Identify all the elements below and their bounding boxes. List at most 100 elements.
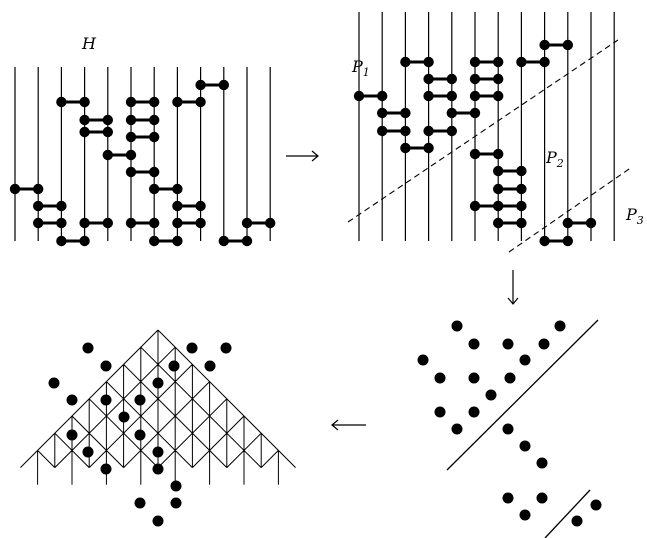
rung-dot xyxy=(469,56,481,68)
rung-dot xyxy=(493,90,504,102)
rung-dot xyxy=(400,142,411,154)
rung-dot xyxy=(400,107,411,119)
rung-dot xyxy=(218,79,229,91)
partition-line-1 xyxy=(347,39,619,223)
rung-dot xyxy=(516,183,527,195)
rung-dot xyxy=(218,235,229,247)
rung-dot xyxy=(265,217,276,229)
rung-dot xyxy=(377,107,388,119)
point xyxy=(451,423,463,435)
rung-dot xyxy=(33,200,44,212)
grid-dot xyxy=(134,497,146,509)
rung-dot xyxy=(446,125,457,137)
point xyxy=(468,406,480,418)
rung-dot xyxy=(377,125,388,137)
rung-dot xyxy=(102,149,114,161)
point xyxy=(519,440,531,452)
rung-dot xyxy=(493,200,504,212)
point xyxy=(485,389,497,401)
rung-dot xyxy=(493,73,504,85)
grid-dot xyxy=(170,480,182,492)
rung-dot xyxy=(172,200,183,212)
point xyxy=(538,338,550,350)
rung-dot xyxy=(539,56,550,68)
rung-dot xyxy=(469,200,481,212)
separator-line-1 xyxy=(446,319,599,471)
rung-dot xyxy=(493,148,504,160)
grid-dot xyxy=(204,360,216,372)
rung-dot xyxy=(149,217,160,229)
rung-dot xyxy=(195,217,206,229)
rung-dot xyxy=(56,200,67,212)
grid-dot xyxy=(152,377,164,389)
rung-dot xyxy=(79,114,90,126)
rung-dot xyxy=(469,148,481,160)
rung-dot xyxy=(446,107,457,119)
rung-dot xyxy=(149,96,160,108)
grid-dot xyxy=(82,446,94,458)
grid-dot xyxy=(100,360,112,372)
right-arrow xyxy=(286,150,319,162)
rung-dot xyxy=(149,183,160,195)
point xyxy=(502,423,514,435)
rung-dot xyxy=(423,73,434,85)
rung-dot xyxy=(516,56,527,68)
rung-dot xyxy=(125,114,137,126)
rung-dot xyxy=(149,235,160,247)
rung-dot xyxy=(125,149,137,161)
rung-dot xyxy=(172,217,183,229)
point xyxy=(519,509,531,521)
rung-dot xyxy=(79,96,90,108)
point xyxy=(554,320,566,332)
rung-dot xyxy=(516,200,527,212)
rung-dot xyxy=(125,131,137,143)
point xyxy=(451,320,463,332)
rung-dot xyxy=(562,217,573,229)
point xyxy=(468,372,480,384)
rung-dot xyxy=(33,183,44,195)
rung-dot xyxy=(195,79,206,91)
rung-dot xyxy=(562,39,573,51)
down-arrow xyxy=(507,270,519,305)
label-h: H xyxy=(81,34,97,53)
rung-dot xyxy=(423,56,434,68)
rung-dot xyxy=(493,56,504,68)
rung-dot xyxy=(353,90,365,102)
rung-dot xyxy=(102,217,114,229)
rung-dot xyxy=(125,96,137,108)
grid-lines xyxy=(20,329,296,485)
rung-dot xyxy=(493,183,504,195)
grid-dot xyxy=(118,411,130,423)
rung-dot xyxy=(56,235,67,247)
grid-dot xyxy=(152,446,164,458)
rung-dot xyxy=(516,165,527,177)
rung-dot xyxy=(56,96,67,108)
rung-dot xyxy=(423,90,434,102)
rung-dot xyxy=(493,165,504,177)
label-p2: P2 xyxy=(545,148,564,170)
rung-dot xyxy=(585,217,597,229)
rung-dot xyxy=(195,200,206,212)
point-pattern xyxy=(417,319,602,538)
rung-dot xyxy=(56,217,67,229)
point xyxy=(571,515,583,527)
rung-dot xyxy=(469,90,481,102)
rung-dot xyxy=(469,107,481,119)
rung-dot xyxy=(33,217,44,229)
separator-line-2 xyxy=(544,489,591,538)
rung-dot xyxy=(400,56,411,68)
rung-dot xyxy=(516,217,527,229)
rung-dot xyxy=(125,166,137,178)
label-p1: P1 xyxy=(351,57,370,79)
point xyxy=(434,406,446,418)
rung-dot xyxy=(423,142,434,154)
rung-dot xyxy=(195,96,206,108)
point xyxy=(536,457,548,469)
point xyxy=(536,492,548,504)
heap-diagram xyxy=(9,67,276,247)
grid-dot xyxy=(134,394,146,406)
point xyxy=(504,372,516,384)
rung-dot xyxy=(423,125,434,137)
partitioned-diagram xyxy=(347,12,633,253)
